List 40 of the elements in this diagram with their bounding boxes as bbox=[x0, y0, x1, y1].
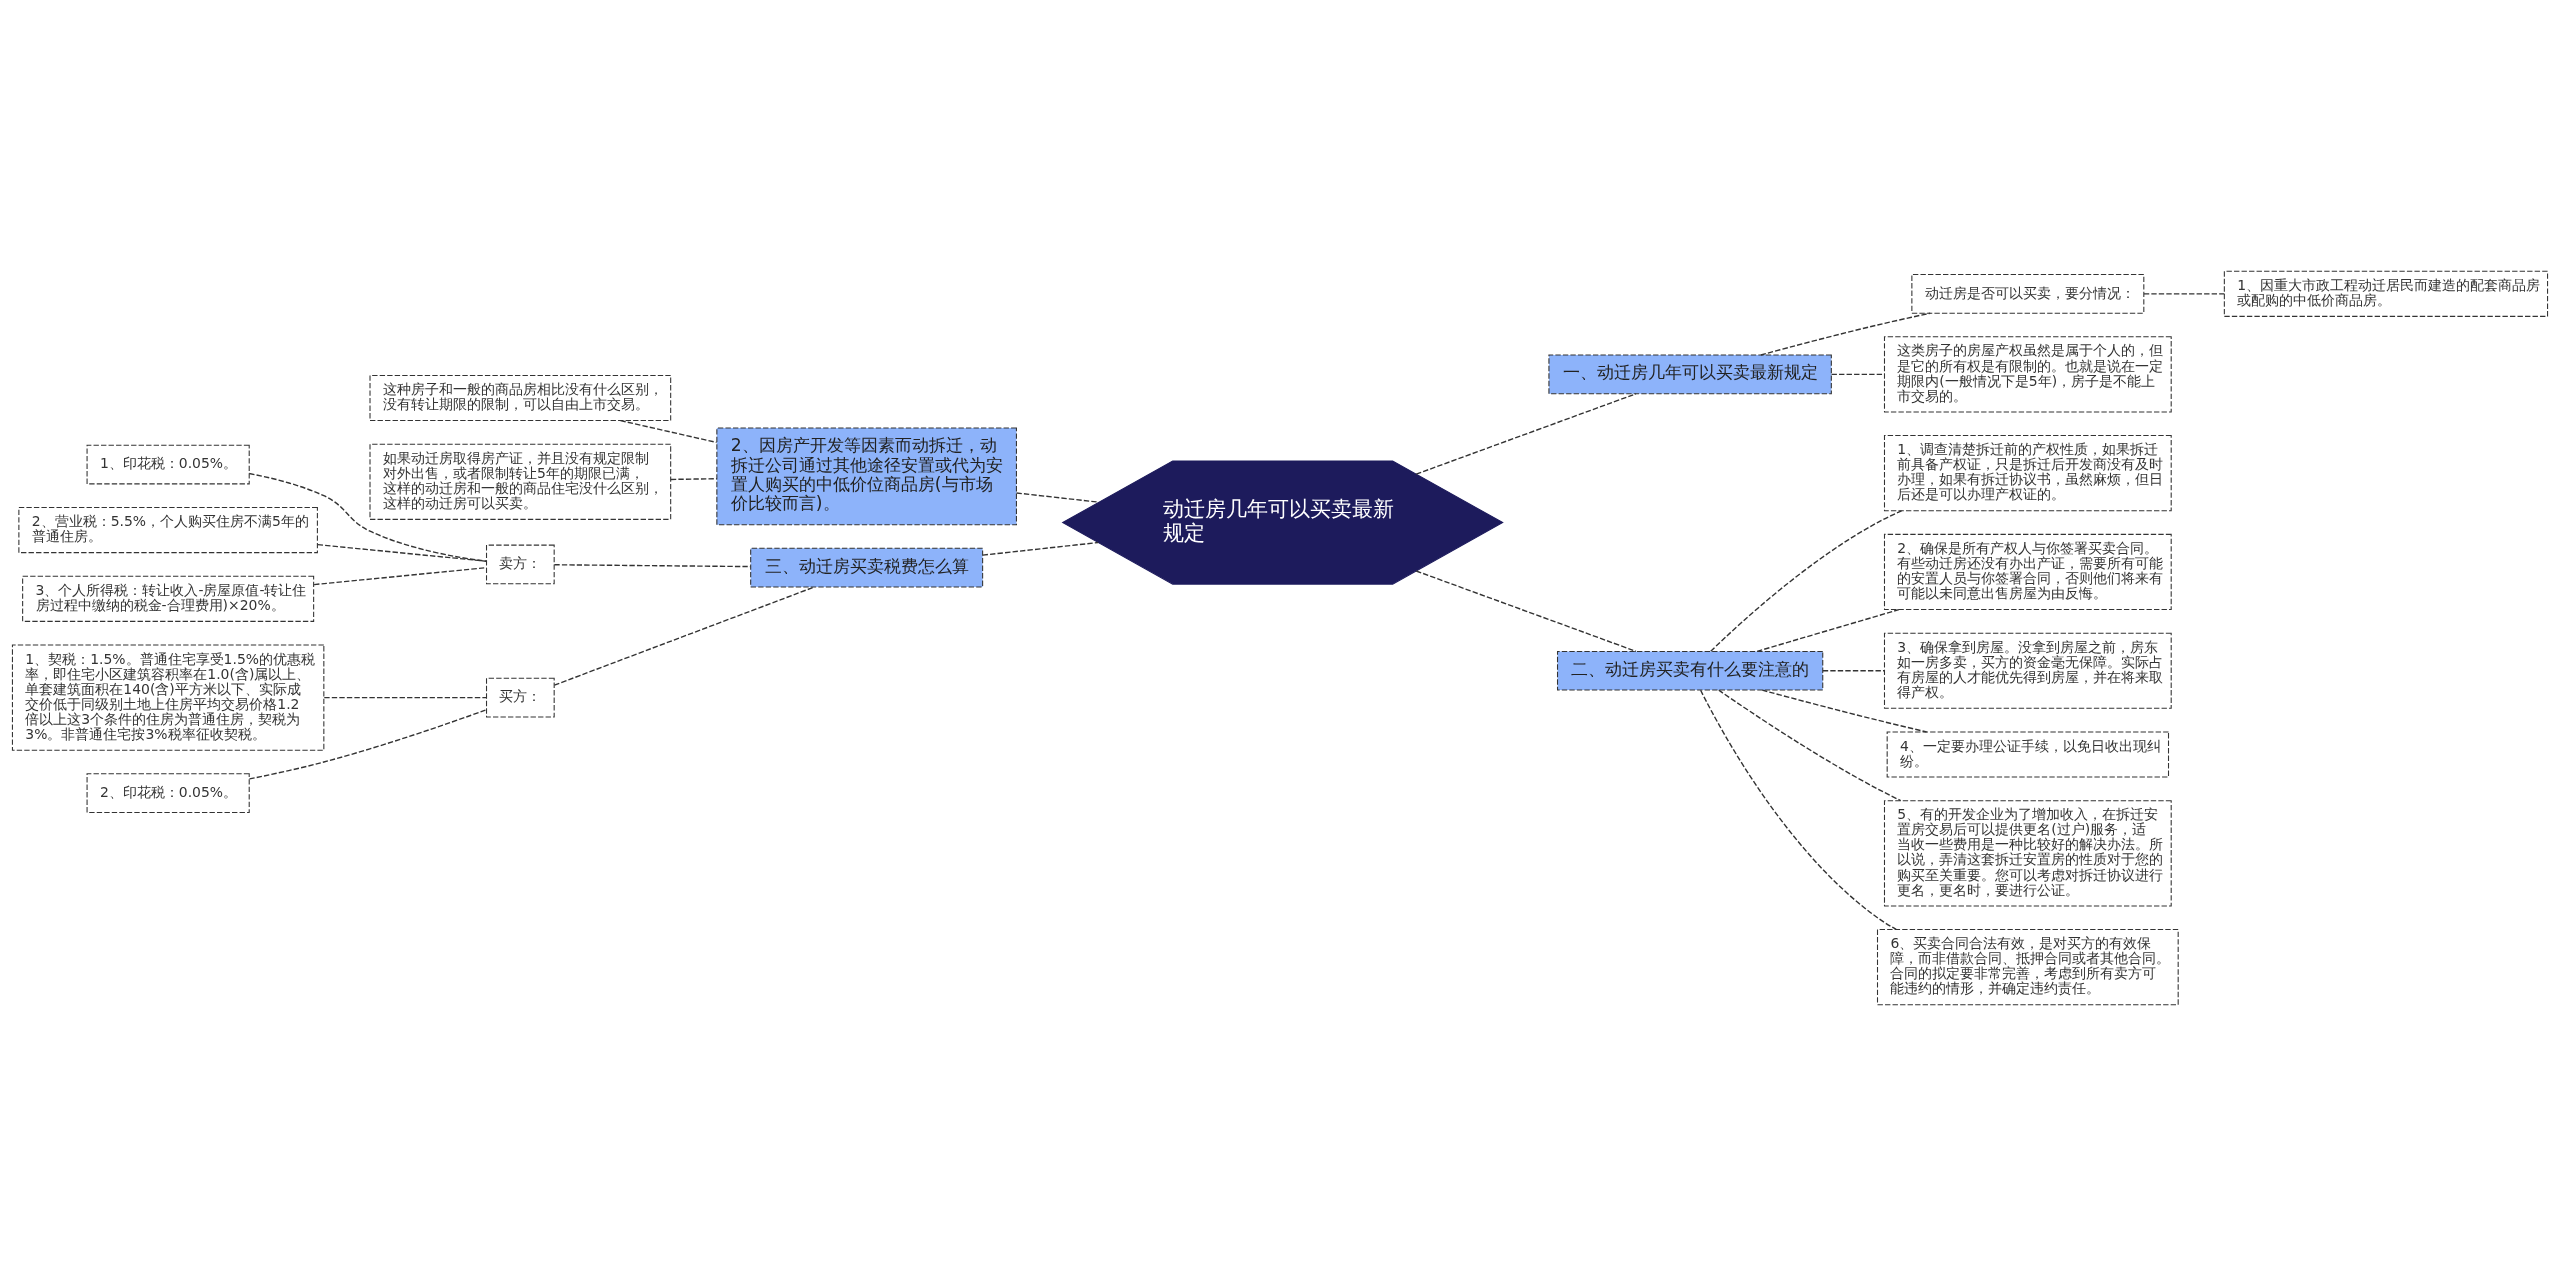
connector bbox=[1415, 570, 1637, 653]
node-box: 这类房子的房屋产权虽然是属于个人的，但是它的所有权是有限制的。也就是说在一定期限内(一般情况下是5年)，房子是不能上市交易的。 bbox=[1883, 336, 2172, 413]
connector bbox=[316, 543, 488, 562]
node-box: 2、确保是所有产权人与你签署买卖合同。有些动迁房还没有办出产证，需要所有可能的安置人员与你签署合同，否则他们将来有可能以未同意出售房屋为由反悔。 bbox=[1883, 533, 2172, 611]
connector bbox=[1830, 373, 1885, 376]
node-box: 5、有的开发企业为了增加收入，在拆迁安置房交易后可以提供更名(过户)服务，适当收一些费用是一种比较好的解决办法。所以说，弄清这套拆迁安置房的性质对于您的购买至关重要。您可以考虑对拆迁协议进行更名，更名时，要进行公证。 bbox=[1883, 800, 2172, 907]
node-box: 二、动迁房买卖有什么要注意的 bbox=[1556, 650, 1824, 691]
node-box: 动迁房是否可以买卖，要分情况： bbox=[1911, 274, 2145, 314]
connector bbox=[1015, 492, 1100, 503]
connector bbox=[1760, 312, 1931, 356]
node-box: 1、因重大市政工程动迁居民而建造的配套商品房或配购的中低价商品房。 bbox=[2223, 270, 2549, 317]
node-box: 2、因房产开发等因素而动拆迁，动拆迁公司通过其他途径安置或代为安置人购买的中低价位商品房(与市场价比较而言)。 bbox=[716, 427, 1017, 526]
node-box: 一、动迁房几年可以买卖最新规定 bbox=[1548, 354, 1832, 395]
node-box: 2、营业税：5.5%，个人购买住房不满5年的普通住房。 bbox=[18, 507, 318, 554]
node-box: 1、调查清楚拆迁前的产权性质，如果拆迁前具备产权证，只是拆迁后开发商没有及时办理，如果有拆迁协议书，虽然麻烦，但日后还是可以办理产权证的。 bbox=[1883, 435, 2172, 512]
connector bbox=[670, 478, 718, 481]
node-box: 4、一定要办理公证手续，以免日收出现纠纷。 bbox=[1886, 731, 2170, 778]
connector bbox=[1756, 608, 1900, 653]
connector bbox=[248, 709, 488, 780]
connector bbox=[982, 541, 1099, 556]
node-box: 3、个人所得税：转让收入-房屋原值-转让住房过程中缴纳的税金-合理费用)×20%。 bbox=[22, 575, 315, 622]
node-box: 3、确保拿到房屋。没拿到房屋之前，房东如一房多卖，买方的资金毫无保障。实际占有房屋的人才能优先得到房屋，并在将来取得产权。 bbox=[1883, 632, 2172, 709]
connector bbox=[1822, 670, 1886, 672]
connector bbox=[2143, 293, 2225, 295]
node-box: 三、动迁房买卖税费怎么算 bbox=[750, 547, 984, 588]
connector bbox=[1699, 689, 1897, 931]
connector bbox=[1718, 689, 1902, 802]
node-box: 2、印花税：0.05%。 bbox=[86, 773, 250, 814]
node-box: 卖方： bbox=[486, 544, 555, 585]
node-box: 这种房子和一般的商品房相比没有什么区别，没有转让期限的限制，可以自由上市交易。 bbox=[369, 374, 672, 422]
node-box: 6、买卖合同合法有效，是对买方的有效保障，而非借款合同、抵押合同或者其他合同。合同的拟定要非常完善，考虑到所有卖方可能违约的情形，并确定违约责任。 bbox=[1876, 929, 2179, 1006]
connector bbox=[1415, 393, 1637, 475]
connector bbox=[553, 586, 815, 686]
connector bbox=[248, 472, 488, 562]
connector bbox=[323, 696, 488, 699]
connector bbox=[1710, 510, 1903, 652]
node-box: 1、印花税：0.05%。 bbox=[86, 444, 250, 485]
node-box: 买方： bbox=[486, 677, 555, 718]
node-box: 如果动迁房取得房产证，并且没有规定限制对外出售，或者限制转让5年的期限已满，这样的动迁房和一般的商品住宅没什么区别，这样的动迁房可以买卖。 bbox=[369, 443, 672, 520]
node-box: 1、契税：1.5%。普通住宅享受1.5%的优惠税率，即住宅小区建筑容积率在1.0(含)属以上、单套建筑面积在140(含)平方米以下、实际成交价低于同级别土地上住房平均交易价格1.2倍以上这3个条件的住房为普通住房，契税为3%。非普通住宅按3%税率征收契税。 bbox=[11, 644, 325, 751]
